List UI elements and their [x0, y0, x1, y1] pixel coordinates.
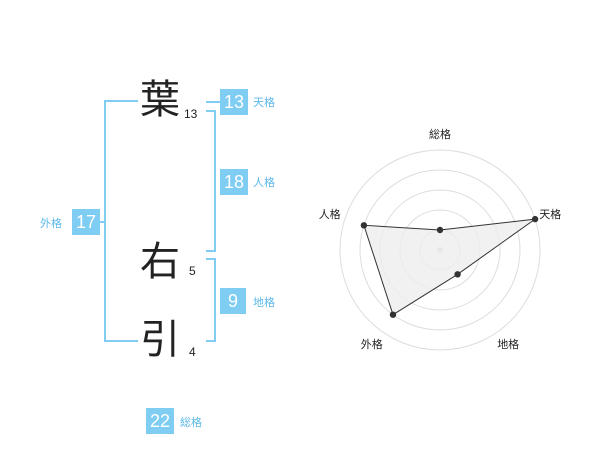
jinkaku-bracket — [206, 110, 216, 252]
radar-point-2 — [454, 271, 461, 278]
stroke-count-2: 5 — [189, 264, 196, 278]
chikaku-label: 地格 — [253, 296, 275, 309]
jinkaku-label: 人格 — [253, 176, 275, 189]
gaikaku-value: 17 — [72, 209, 100, 235]
name-char-2: 右 — [140, 239, 180, 285]
radar-ring-5 — [339, 149, 541, 351]
chikaku-bracket — [206, 258, 216, 342]
radar-axis-label-1: 天格 — [539, 207, 561, 221]
jinkaku-value: 18 — [220, 169, 248, 195]
tenkaku-label: 天格 — [253, 96, 275, 109]
stroke-count-3: 4 — [189, 345, 196, 359]
gaikaku-label: 外格 — [40, 217, 62, 230]
radar-axis-label-2: 地格 — [497, 337, 519, 351]
radar-axis-label-3: 外格 — [361, 337, 383, 351]
radar-axis-label-4: 人格 — [319, 207, 341, 221]
soukaku-label: 総格 — [180, 416, 202, 429]
radar-ring-4 — [359, 169, 521, 331]
tenkaku-connector — [206, 101, 220, 103]
tenkaku-value: 13 — [220, 89, 248, 115]
radar-point-3 — [389, 311, 397, 318]
name-char-1: 葉 — [140, 77, 180, 123]
gaikaku-connector — [100, 221, 104, 223]
radar-point-1 — [531, 215, 539, 223]
chikaku-value: 9 — [220, 288, 246, 314]
radar-shape — [360, 215, 539, 318]
radar-axis-label-0: 総格 — [429, 127, 451, 141]
radar-grid — [339, 149, 541, 351]
radar-polygon — [363, 218, 536, 316]
name-char-3: 引 — [140, 317, 180, 363]
gaikaku-bracket — [104, 100, 138, 342]
stroke-count-1: 13 — [184, 107, 198, 121]
radar-point-0 — [436, 226, 444, 234]
radar-point-4 — [360, 222, 368, 229]
soukaku-value: 22 — [146, 408, 174, 434]
